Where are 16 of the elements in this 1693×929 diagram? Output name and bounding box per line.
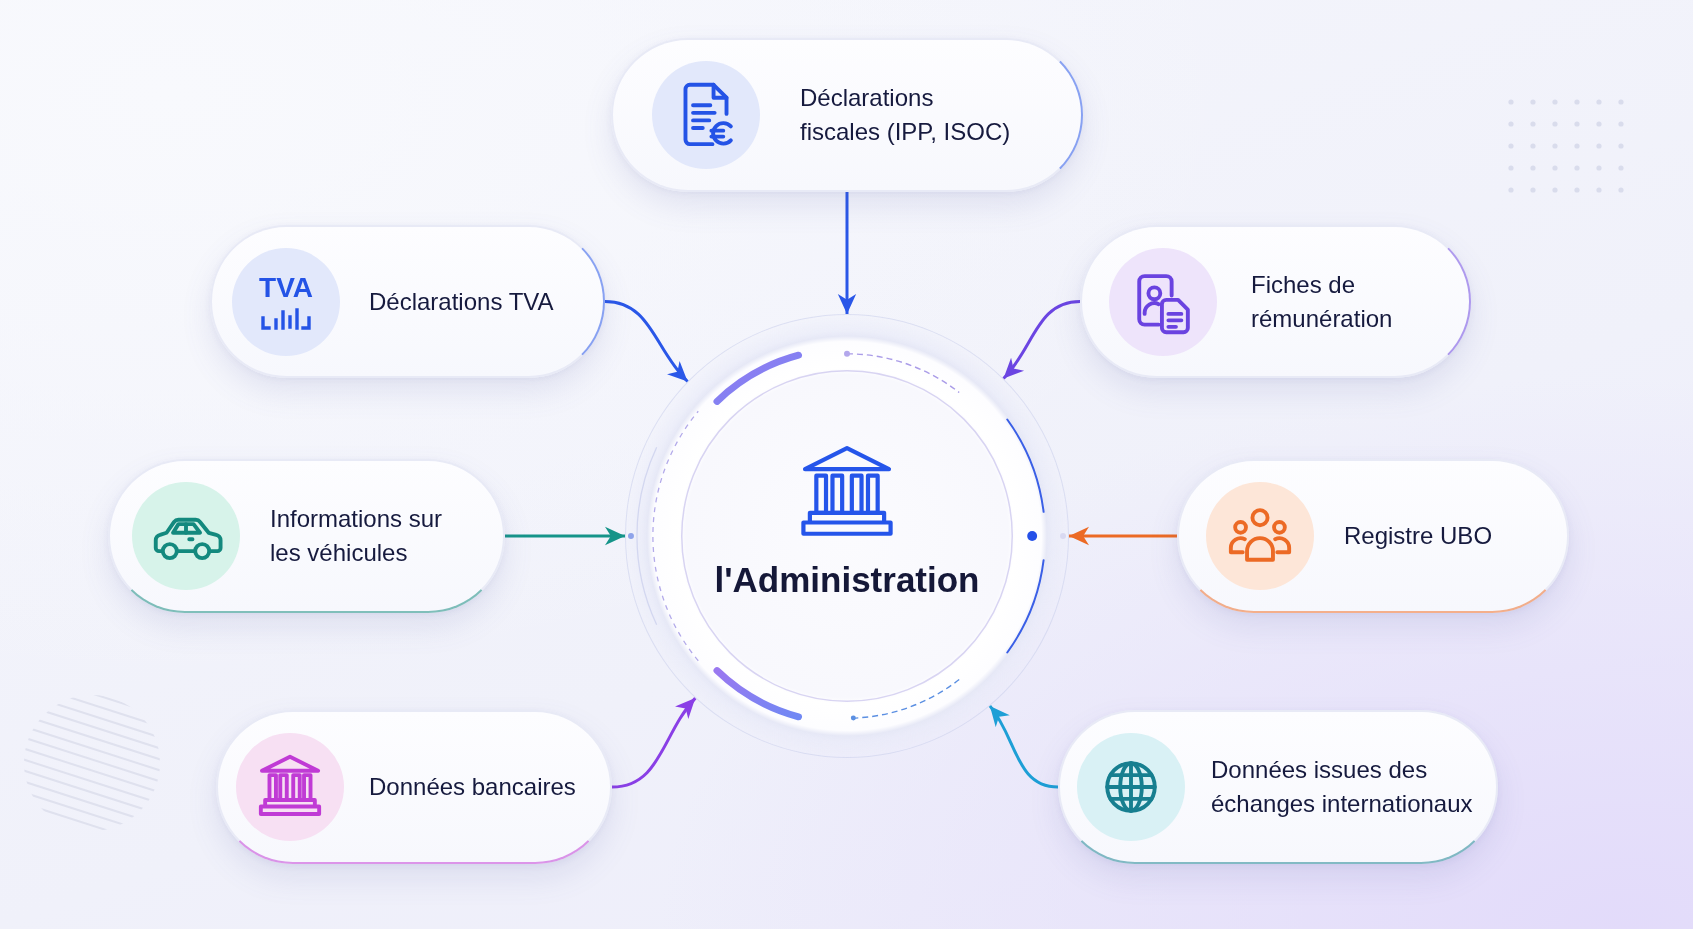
icon-label: TVA bbox=[259, 273, 313, 302]
node-label: Données issues des échanges internationaux bbox=[1211, 755, 1474, 819]
arrow bbox=[505, 526, 625, 546]
arrow bbox=[837, 192, 857, 314]
node-label: Informations sur les véhicules bbox=[270, 504, 444, 568]
arrow bbox=[611, 697, 697, 789]
node-label: Données bancaires bbox=[369, 772, 576, 802]
node-label: Registre UBO bbox=[1344, 521, 1493, 551]
arrow bbox=[988, 705, 1059, 789]
node-label: Déclarations fiscales (IPP, ISOC) bbox=[800, 83, 1012, 147]
node-label: Fiches de rémunération bbox=[1251, 269, 1394, 334]
node-label: Déclarations TVA bbox=[369, 286, 554, 317]
arrow bbox=[1002, 300, 1081, 380]
arrow bbox=[1069, 526, 1177, 546]
arrow bbox=[604, 300, 689, 383]
hub-label: l'Administration bbox=[714, 559, 980, 601]
